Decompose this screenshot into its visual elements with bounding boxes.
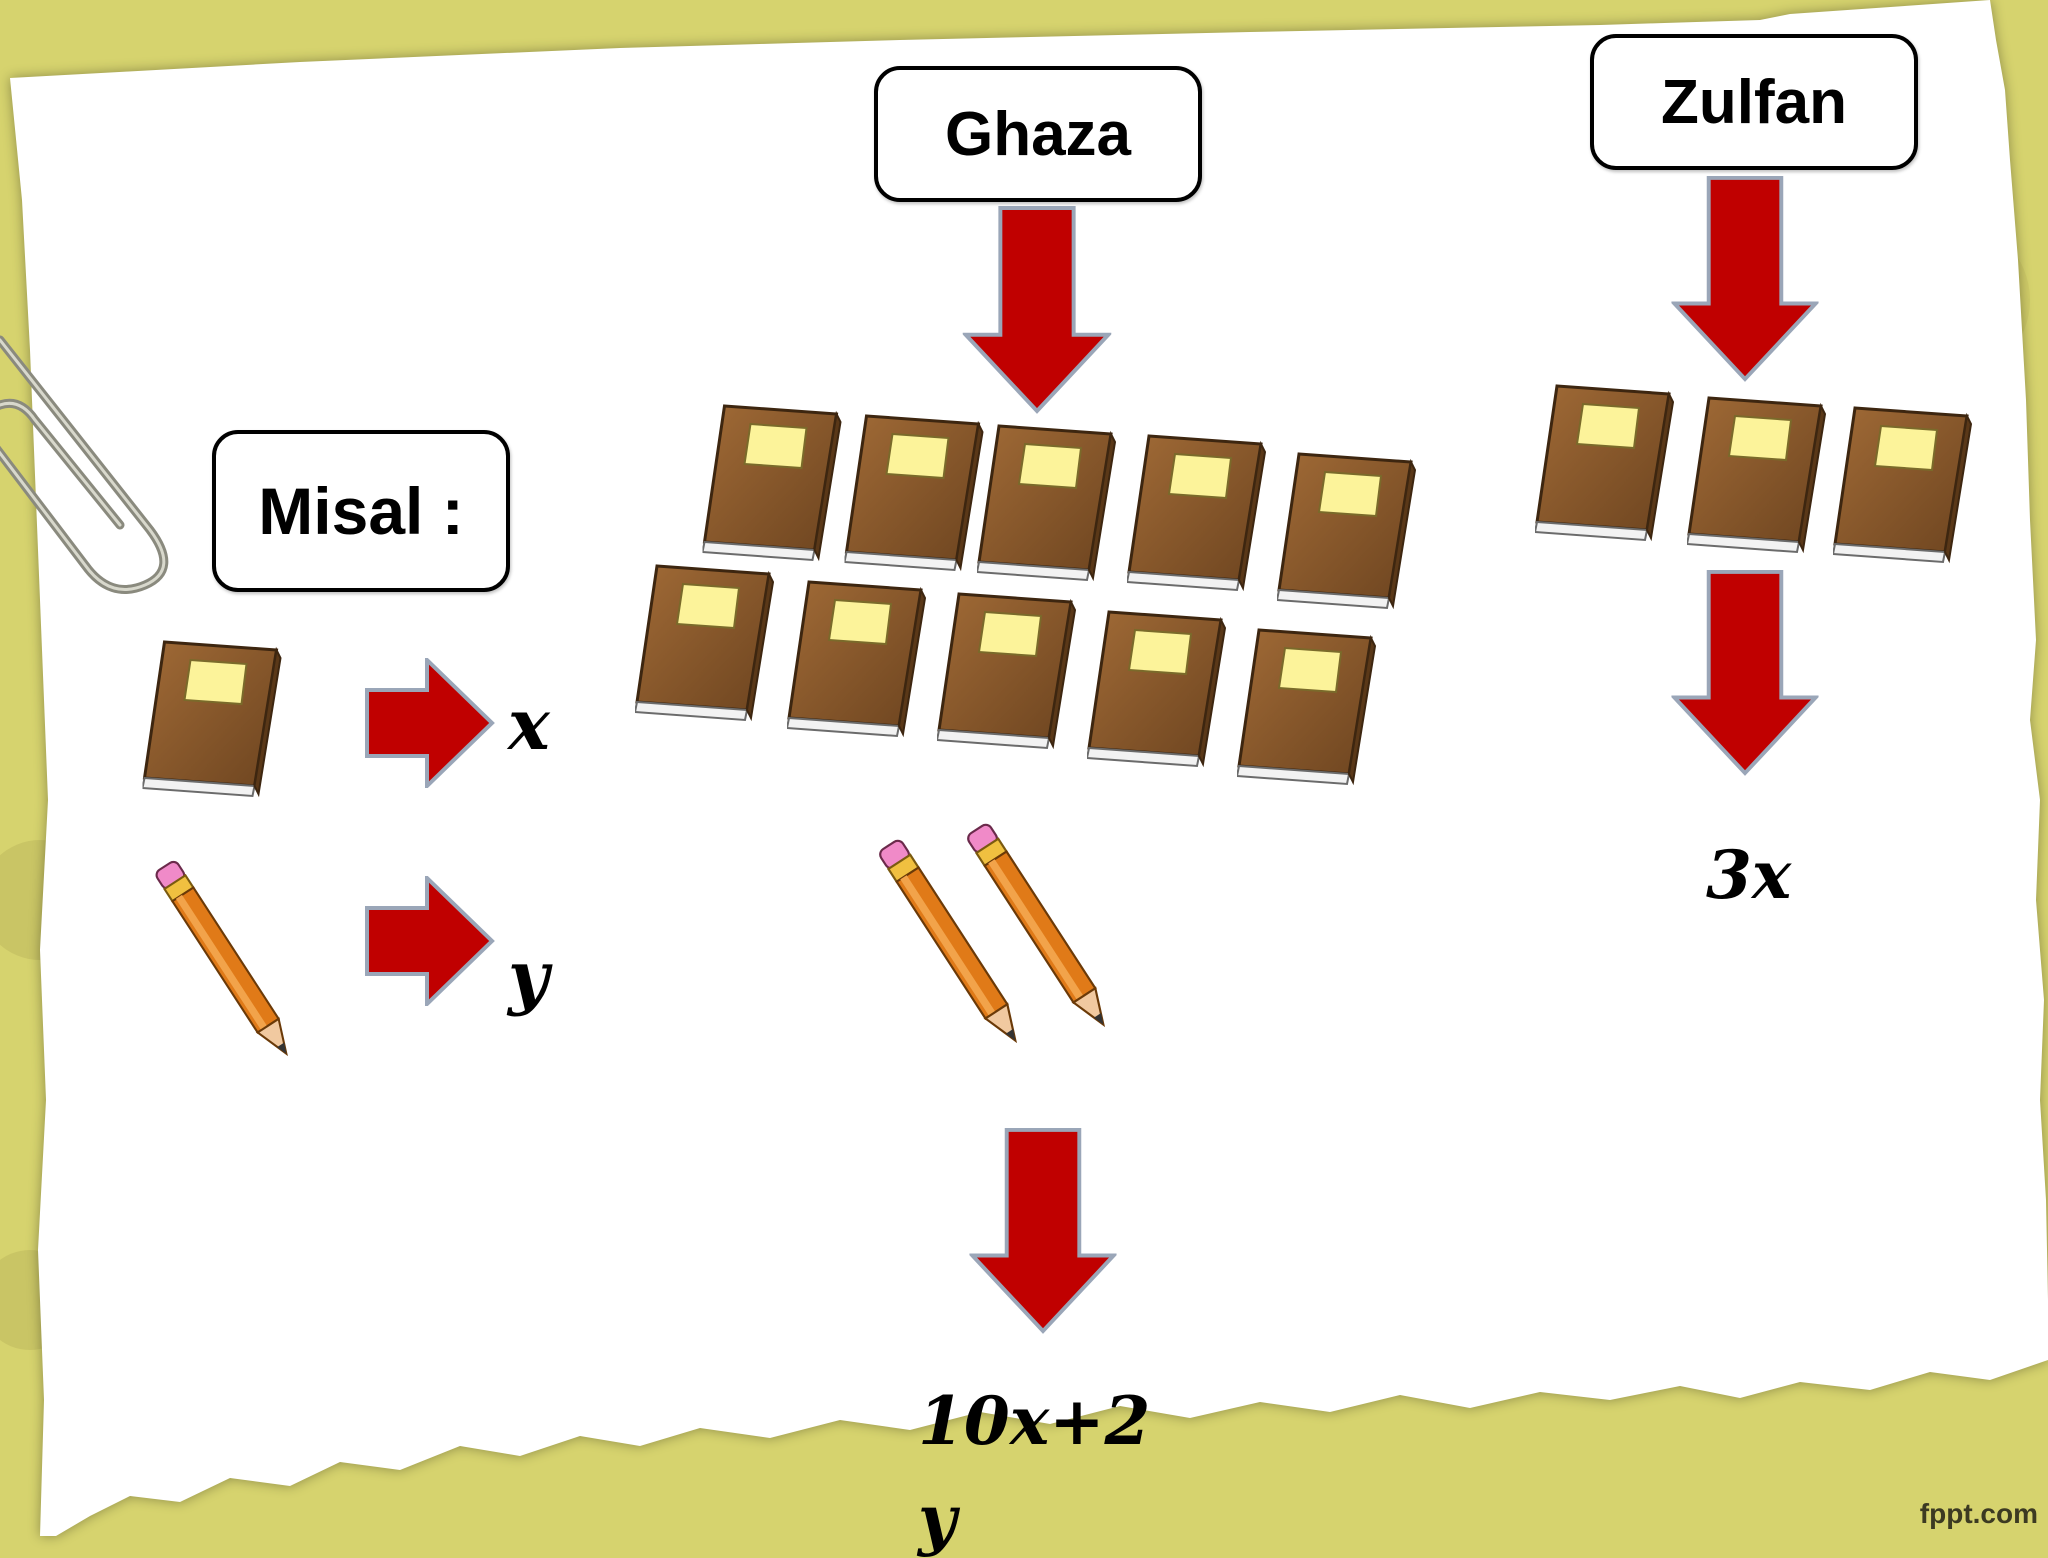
book-icon [782, 578, 932, 738]
zulfan-label: Zulfan [1590, 34, 1918, 170]
book-icon [1530, 382, 1680, 542]
book-icon [1828, 404, 1978, 564]
book-icon [1122, 432, 1272, 592]
watermark: fppt.com [1919, 1498, 2038, 1529]
book-icon [1272, 450, 1422, 610]
arrow-down-icon [1670, 176, 1820, 382]
legend-book-symbol: x [508, 683, 550, 766]
book-icon [1682, 394, 1832, 554]
zulfan-expression: 3x [1706, 836, 1792, 914]
book-icon [972, 422, 1122, 582]
book-icon [932, 590, 1082, 750]
pencil-icon [128, 840, 323, 1080]
arrow-down-icon [968, 1128, 1118, 1334]
book-icon [630, 562, 780, 722]
paperclip-icon [0, 335, 169, 594]
pencil-icon [940, 802, 1140, 1052]
book-icon [1232, 626, 1382, 786]
book-icon [135, 638, 290, 798]
misal-label: Misal : [212, 430, 510, 592]
arrow-down-icon [1670, 570, 1820, 776]
ghaza-expression-line1: 10x+2 [918, 1382, 1151, 1460]
arrow-right-icon [365, 876, 495, 1006]
zulfan-label-text: Zulfan [1661, 67, 1847, 137]
book-icon [700, 402, 845, 562]
arrow-right-icon [365, 658, 495, 788]
book-icon [1082, 608, 1232, 768]
arrow-down-icon [962, 206, 1112, 414]
legend-pencil-symbol: y [508, 935, 549, 1018]
ghaza-label: Ghaza [874, 66, 1202, 202]
ghaza-label-text: Ghaza [944, 99, 1132, 169]
book-icon [842, 412, 987, 572]
misal-label-text: Misal : [258, 474, 464, 548]
ghaza-expression-line2: y [918, 1480, 957, 1558]
